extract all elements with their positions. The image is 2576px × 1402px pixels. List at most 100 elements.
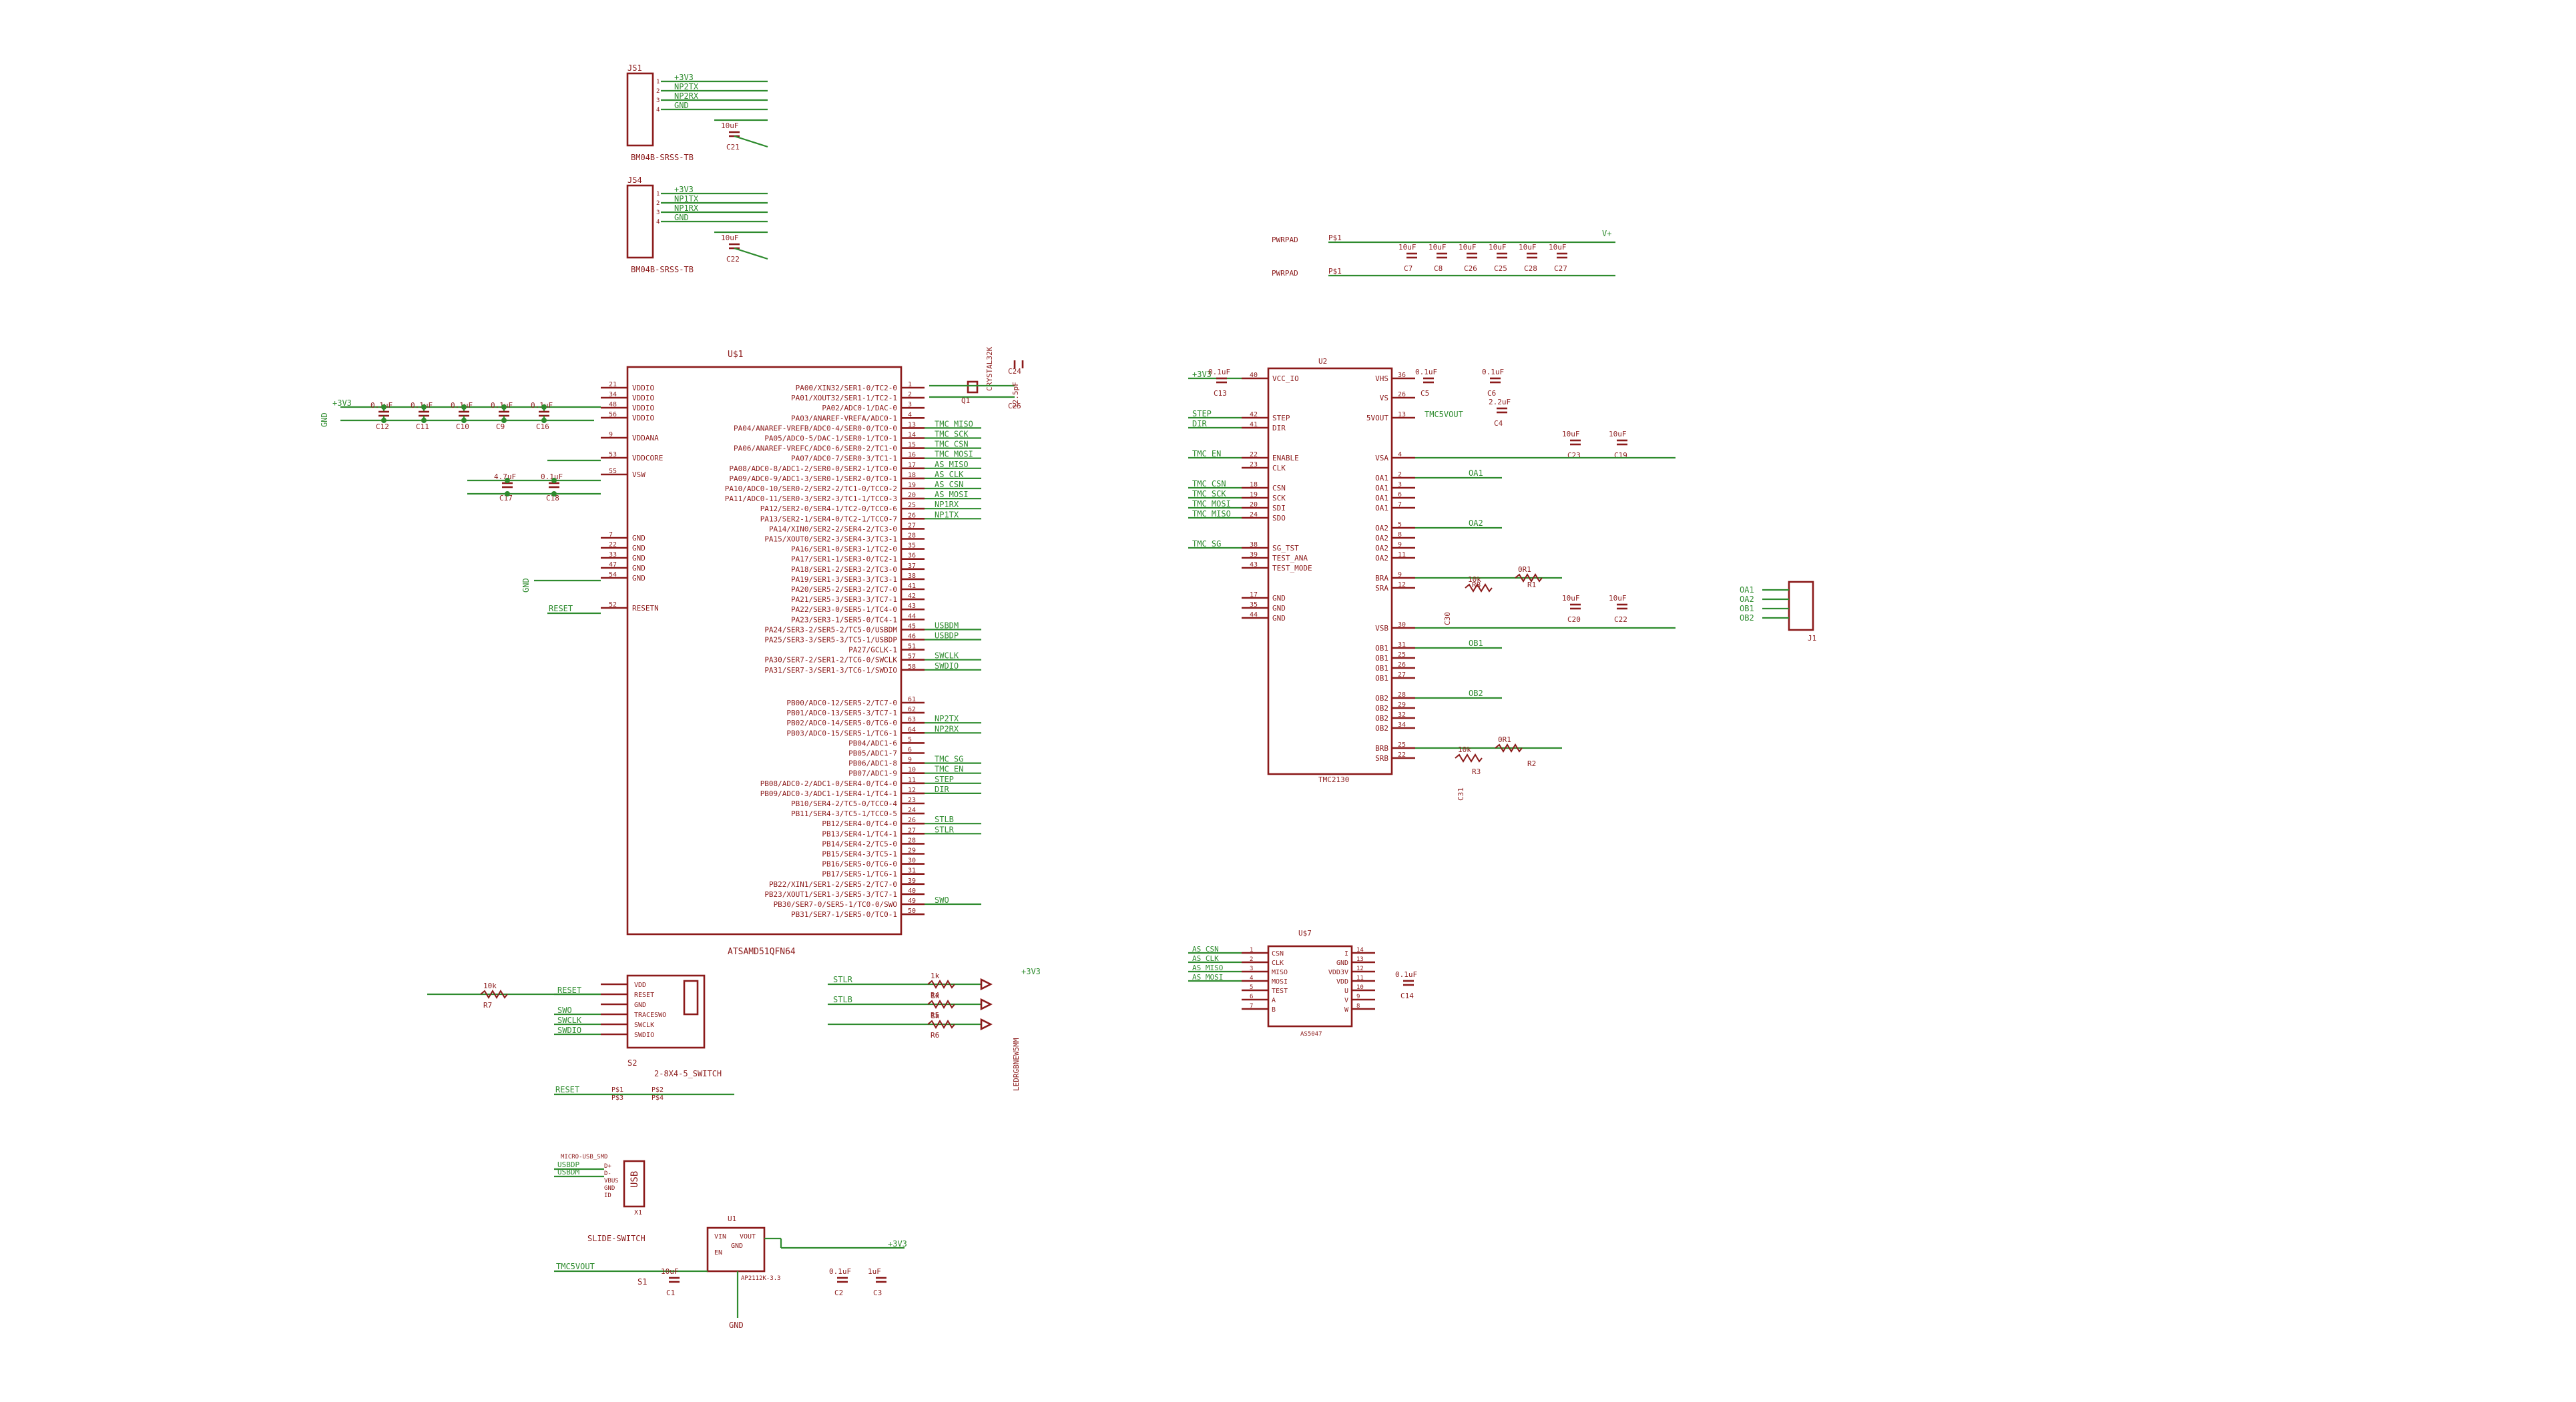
mcu-right-pins-b: 61PB00/ADC0-12/SER5-2/TC7-062PB01/ADC0-1… bbox=[760, 696, 981, 919]
mcu-gnd-label-2: GND bbox=[521, 578, 531, 593]
pin-number: 1 bbox=[908, 381, 912, 388]
capacitor-value: 0.1uF bbox=[531, 401, 553, 410]
pin-number: 46 bbox=[908, 633, 916, 641]
pin-number: 6 bbox=[1250, 994, 1253, 1000]
resistor-value: 1k bbox=[931, 972, 940, 980]
pin-number: 42 bbox=[1250, 411, 1258, 418]
driver-body bbox=[1267, 367, 1393, 775]
pin-number: 37 bbox=[908, 563, 916, 570]
pin-name: GND bbox=[1272, 614, 1286, 623]
pin-name: PB03/ADC0-15/SER5-1/TC6-1 bbox=[786, 729, 897, 737]
mcu-body bbox=[626, 366, 903, 936]
junction-dot bbox=[461, 404, 467, 410]
pin-name: VDDIO bbox=[632, 394, 654, 402]
resistor-ref: R7 bbox=[483, 1001, 492, 1010]
reg-gnd-label: GND bbox=[729, 1321, 744, 1330]
pin-number: 20 bbox=[1250, 501, 1258, 508]
net-label: TMC_SCK bbox=[935, 430, 969, 439]
pin-number: 38 bbox=[1250, 541, 1258, 549]
pin-number: 31 bbox=[1398, 641, 1406, 649]
pin-number: 29 bbox=[908, 847, 916, 855]
swd-body bbox=[626, 974, 706, 1049]
pin-name: OA1 bbox=[1375, 484, 1388, 492]
net-label: +3V3 bbox=[1192, 370, 1212, 379]
driver-part-name: TMC2130 bbox=[1318, 775, 1349, 784]
pin-number: 35 bbox=[908, 543, 916, 550]
pin-number: 28 bbox=[1398, 691, 1406, 699]
pin-name: OB2 bbox=[1375, 704, 1388, 713]
pin-number: 34 bbox=[1398, 721, 1406, 729]
pin-number: 18 bbox=[1250, 481, 1258, 488]
resistor: R7 10k bbox=[480, 982, 508, 1010]
pin-number: 41 bbox=[908, 583, 916, 590]
pin-name: PB16/SER5-0/TC6-0 bbox=[822, 860, 897, 869]
pin-number: 24 bbox=[908, 807, 916, 814]
net-label: RESET bbox=[557, 986, 581, 995]
junction-dot bbox=[541, 404, 547, 410]
resistor-zigzag bbox=[480, 990, 508, 999]
capacitor-ref: C17 bbox=[499, 494, 513, 502]
net-label: OA1 bbox=[1740, 585, 1754, 595]
junction-dot bbox=[505, 491, 510, 496]
mcu-reset-net-label: RESET bbox=[549, 604, 573, 613]
pin-number: 19 bbox=[1250, 491, 1258, 498]
switch-ref: S1 bbox=[637, 1277, 647, 1287]
pin-name: PB09/ADC0-3/ADC1-1/SER4-1/TC4-1 bbox=[760, 789, 897, 798]
capacitor-value: 10uF bbox=[1562, 430, 1580, 438]
pin-name: PB23/XOUT1/SER1-3/SER5-3/TC7-1 bbox=[764, 890, 897, 899]
pin-name: OA2 bbox=[1375, 544, 1388, 553]
power-pad-label: PWRPAD bbox=[1272, 269, 1298, 278]
resistor-zigzag bbox=[927, 980, 955, 989]
usb-label: USB bbox=[629, 1171, 640, 1188]
net-label: TMC_MOSI bbox=[1192, 499, 1231, 508]
output-net-label: OA1 bbox=[1469, 468, 1483, 478]
pin-number: 32 bbox=[1398, 711, 1406, 719]
pin-name: GND bbox=[632, 554, 646, 563]
capacitor-value: 0.1uF bbox=[411, 401, 433, 410]
pin-name: OB1 bbox=[1375, 674, 1388, 683]
net-label: AS_MISO bbox=[935, 460, 969, 469]
capacitor-ref: C22 bbox=[726, 255, 740, 264]
capacitor-value: 10uF bbox=[661, 1267, 679, 1276]
net-label: GND bbox=[674, 101, 689, 110]
net-label: SWDIO bbox=[557, 1026, 581, 1035]
pin-name: CLK bbox=[1272, 960, 1284, 967]
pin-number: 62 bbox=[908, 706, 916, 713]
pin-name: GND bbox=[632, 564, 646, 573]
pin-number: 31 bbox=[908, 867, 916, 875]
pin-name: PB06/ADC1-8 bbox=[848, 759, 897, 768]
crystal-ref: Q1 bbox=[961, 396, 970, 405]
pin-name: VDD bbox=[634, 982, 646, 989]
pin-name: PA03/ANAREF-VREFA/ADC0-1 bbox=[791, 414, 897, 422]
pin-number: 11 bbox=[1398, 551, 1406, 559]
encoder-part-name: AS5047 bbox=[1300, 1031, 1322, 1038]
pin-number: 3 bbox=[908, 401, 912, 408]
net-label: STEP bbox=[935, 775, 954, 784]
pin-name: TEST_MODE bbox=[1272, 564, 1312, 573]
junction-dot bbox=[501, 418, 507, 423]
pin-number: 43 bbox=[908, 603, 916, 610]
capacitor-value: 2.2uF bbox=[1489, 398, 1511, 406]
pin-number: 5 bbox=[908, 736, 912, 743]
pin-name: GND bbox=[1336, 960, 1348, 967]
mcu-part-name: ATSAMD51QFN64 bbox=[728, 947, 796, 957]
capacitor-ref: C28 bbox=[1524, 264, 1537, 273]
net-label: STLB bbox=[935, 815, 954, 824]
usb-connector: USBMICRO-USB_SMDX1D+D-VBUSGNDIDUSBDPUSBD… bbox=[554, 1154, 646, 1216]
pin-number: 38 bbox=[908, 573, 916, 580]
capacitor-ref: C3 bbox=[873, 1289, 882, 1297]
swd-header-graphic bbox=[683, 980, 699, 1016]
connector-ref: JS1 bbox=[627, 63, 642, 73]
pin-name: SWCLK bbox=[634, 1022, 654, 1029]
capacitor-value: 10uF bbox=[1549, 243, 1567, 252]
resistor-value: 10k bbox=[1458, 745, 1471, 754]
resistor-value: 10k bbox=[1468, 575, 1481, 584]
pin-number: 13 bbox=[1356, 956, 1364, 963]
pin-name: OB1 bbox=[1375, 644, 1388, 653]
pin-number: 35 bbox=[1250, 601, 1258, 609]
capacitor-ref: C27 bbox=[1554, 264, 1567, 273]
resistor-value: 10k bbox=[483, 982, 497, 990]
pin-name: PA24/SER3-2/SER5-2/TC5-0/USBDM bbox=[764, 625, 897, 634]
